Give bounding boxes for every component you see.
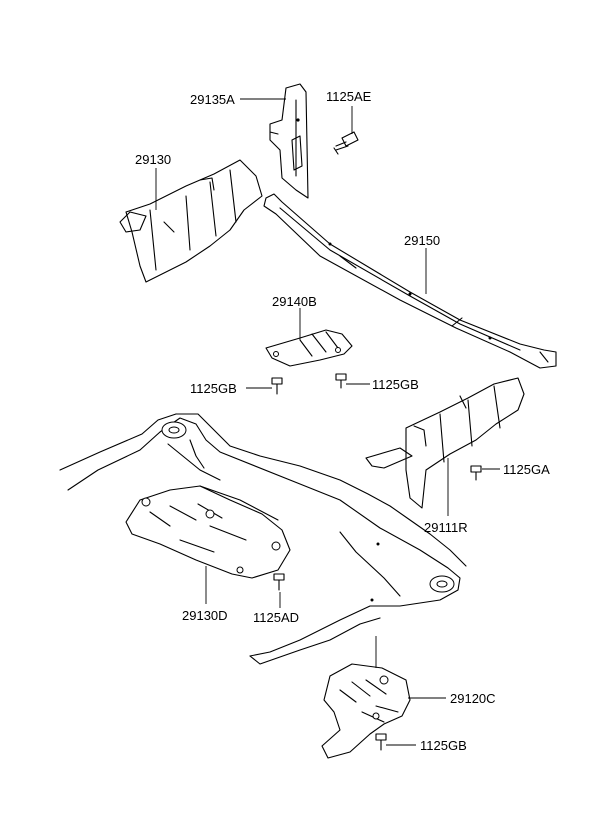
part-29135A-bracket xyxy=(269,83,309,199)
label-1125GB-right: 1125GB xyxy=(372,377,419,392)
label-29111R: 29111R xyxy=(424,520,468,535)
leader-lines xyxy=(155,98,500,746)
part-29111R-shield xyxy=(365,377,525,509)
subframe-outline xyxy=(59,413,467,665)
part-29120C-bracket xyxy=(321,663,411,759)
part-29140B-plate xyxy=(265,329,353,367)
bolt-1125GB-left xyxy=(271,377,283,395)
bolt-1125AE xyxy=(333,131,359,155)
label-1125AD: 1125AD xyxy=(253,610,299,625)
label-29120C: 29120C xyxy=(450,691,496,706)
label-29150: 29150 xyxy=(404,233,440,248)
label-29130D: 29130D xyxy=(182,608,228,623)
label-1125GB-bottom: 1125GB xyxy=(420,738,467,753)
label-29140B: 29140B xyxy=(272,294,317,309)
bolt-1125GA xyxy=(470,465,482,481)
bolt-1125AD xyxy=(273,573,285,591)
part-29130-shield xyxy=(119,159,263,283)
bolt-1125GB-bottom xyxy=(375,733,387,751)
label-1125GA: 1125GA xyxy=(503,462,550,477)
label-1125AE: 1125AE xyxy=(326,89,372,104)
part-29130D-cover xyxy=(125,485,291,579)
label-29130: 29130 xyxy=(135,152,171,167)
part-29150-strap xyxy=(263,193,557,369)
bolt-1125GB-right xyxy=(335,373,347,389)
label-1125GB-left: 1125GB xyxy=(190,381,237,396)
label-29135A: 29135A xyxy=(190,92,235,107)
